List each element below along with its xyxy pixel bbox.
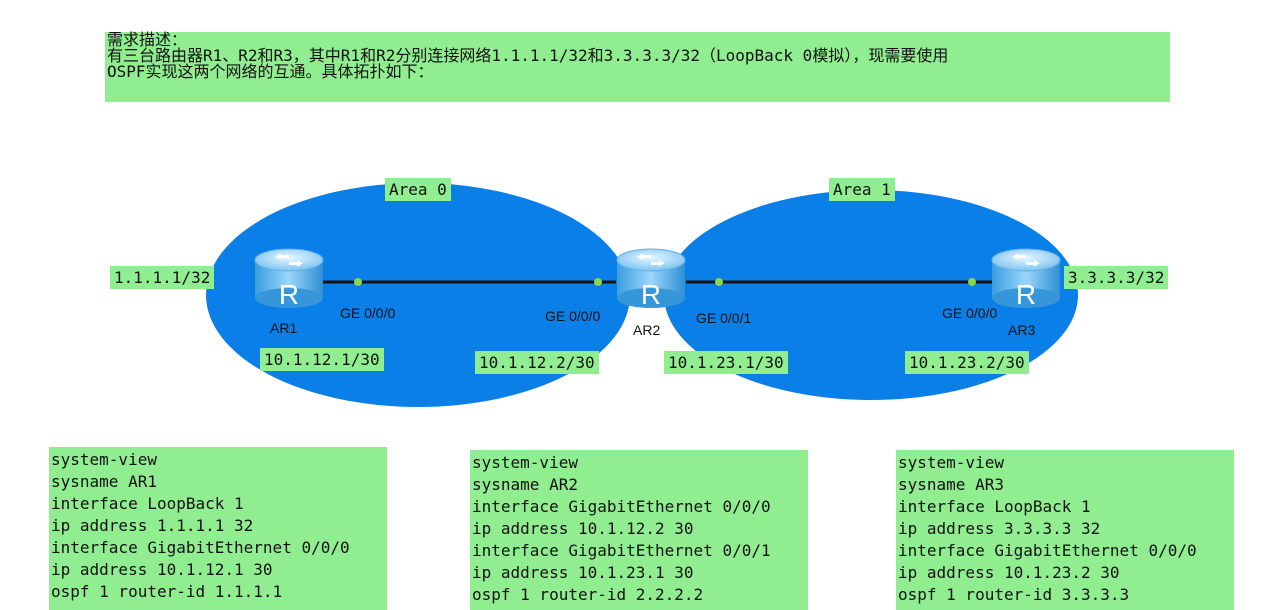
ip-ar3-label: 10.1.23.2/30	[905, 351, 1029, 374]
config-line: ip address 10.1.12.2 30	[472, 519, 694, 538]
config-line: ip address 10.1.23.2 30	[898, 563, 1120, 582]
config-line: sysname AR1	[51, 472, 157, 491]
port-dot-ar2-ge000	[594, 278, 602, 286]
config-line: sysname AR2	[472, 475, 578, 494]
area-1-label: Area 1	[829, 178, 895, 201]
description-line-1: 需求描述：	[107, 30, 188, 49]
config-line: ip address 3.3.3.3 32	[898, 519, 1101, 538]
router-ar2-name: AR2	[633, 322, 661, 338]
router-ar2-icon[interactable]: R	[616, 248, 686, 310]
config-line: ip address 10.1.12.1 30	[51, 560, 273, 579]
port-label-ar3-ge000: GE 0/0/0	[942, 305, 998, 321]
config-line: ospf 1 router-id 1.1.1.1	[51, 582, 283, 601]
config-line: ip address 10.1.23.1 30	[472, 563, 694, 582]
config-line: ospf 1 router-id 2.2.2.2	[472, 585, 704, 604]
port-label-ar1-ge000: GE 0/0/0	[340, 305, 396, 321]
router-glyph: R	[1016, 279, 1036, 310]
config-ar2: system-view sysname AR2 interface Gigabi…	[470, 450, 808, 610]
config-line: ip address 1.1.1.1 32	[51, 516, 254, 535]
config-line: interface LoopBack 1	[51, 494, 244, 513]
config-line: interface GigabitEthernet 0/0/1	[472, 541, 771, 560]
description-line-3: OSPF实现这两个网络的互通。具体拓扑如下：	[107, 62, 434, 81]
requirement-description: 需求描述： 有三台路由器R1、R2和R3，其中R1和R2分别连接网络1.1.1.…	[105, 32, 1170, 102]
ip-ar2-right-label: 10.1.23.1/30	[664, 351, 788, 374]
port-label-ar2-ge001: GE 0/0/1	[696, 310, 752, 326]
config-line: interface GigabitEthernet 0/0/0	[472, 497, 771, 516]
config-line: interface GigabitEthernet 0/0/0	[898, 541, 1197, 560]
description-line-2: 有三台路由器R1、R2和R3，其中R1和R2分别连接网络1.1.1.1/32和3…	[107, 46, 949, 65]
config-line: sysname AR3	[898, 475, 1004, 494]
config-line: system-view	[898, 453, 1004, 472]
config-line: interface LoopBack 1	[898, 497, 1091, 516]
area-0-label: Area 0	[385, 178, 451, 201]
config-line: interface GigabitEthernet 0/0/0	[51, 538, 350, 557]
ip-ar1-label: 10.1.12.1/30	[260, 348, 384, 371]
port-label-ar2-ge000: GE 0/0/0	[545, 308, 601, 324]
config-line: system-view	[472, 453, 578, 472]
network-left-label: 1.1.1.1/32	[110, 266, 215, 289]
router-ar3-icon[interactable]: R	[991, 248, 1061, 310]
ip-ar2-left-label: 10.1.12.2/30	[475, 351, 599, 374]
area-1-region	[664, 190, 1078, 400]
config-ar1: system-view sysname AR1 interface LoopBa…	[49, 447, 387, 610]
port-dot-ar1-ge000	[354, 278, 362, 286]
router-glyph: R	[279, 279, 299, 310]
port-dot-ar2-ge001	[715, 278, 723, 286]
network-right-label: 3.3.3.3/32	[1064, 266, 1169, 289]
router-glyph: R	[641, 279, 661, 310]
router-ar1-icon[interactable]: R	[254, 248, 324, 310]
port-dot-ar3-ge000	[968, 278, 976, 286]
config-ar3: system-view sysname AR3 interface LoopBa…	[896, 450, 1234, 610]
router-ar1-name: AR1	[270, 320, 298, 336]
config-line: ospf 1 router-id 3.3.3.3	[898, 585, 1130, 604]
router-ar3-name: AR3	[1008, 322, 1036, 338]
config-line: system-view	[51, 450, 157, 469]
